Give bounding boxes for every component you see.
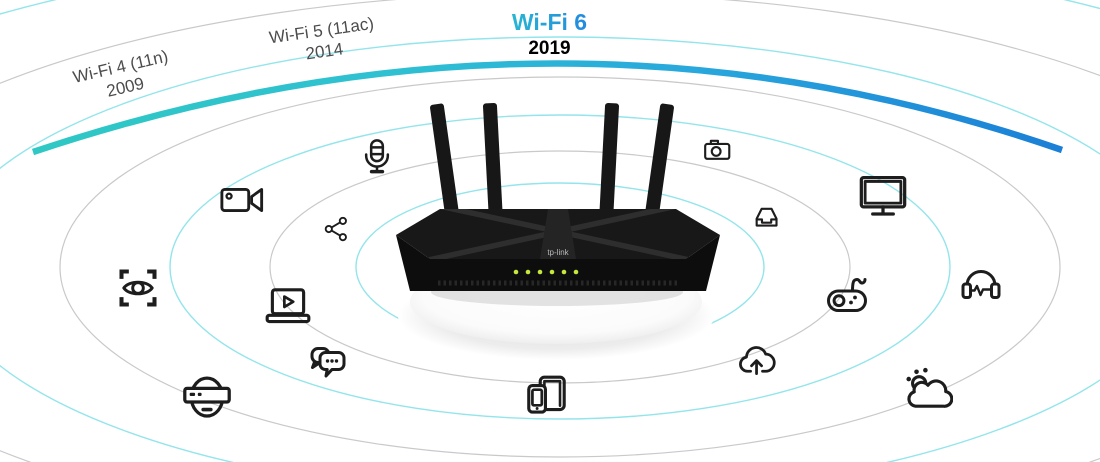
photo-camera-icon bbox=[702, 133, 736, 167]
wifi6-label: Wi-Fi 6 bbox=[487, 8, 612, 37]
chat-bubbles-icon bbox=[304, 340, 352, 388]
headphones-icon bbox=[957, 261, 1005, 309]
smartphone-tablet-icon bbox=[522, 372, 572, 422]
laptop-play-icon bbox=[263, 283, 313, 333]
wifi6-year: 2019 bbox=[528, 37, 571, 59]
vr-headset-icon bbox=[181, 369, 233, 423]
video-camera-icon bbox=[219, 177, 265, 223]
router-body: tp-link bbox=[396, 209, 720, 291]
router-leds bbox=[513, 269, 579, 275]
router-antennas bbox=[430, 102, 674, 224]
share-icon bbox=[321, 214, 351, 244]
inbox-tray-icon bbox=[751, 200, 785, 234]
eye-scan-icon bbox=[116, 266, 160, 310]
router-illustration: tp-link bbox=[396, 102, 720, 291]
game-controller-icon bbox=[823, 270, 871, 318]
cloud-upload-icon bbox=[735, 336, 779, 380]
wifi6-label-group: Wi-Fi 6 2019 bbox=[487, 8, 612, 61]
monitor-icon bbox=[857, 169, 909, 221]
weather-icon bbox=[903, 365, 953, 415]
microphone-icon bbox=[357, 137, 397, 177]
router-brand-logo: tp-link bbox=[547, 248, 569, 257]
